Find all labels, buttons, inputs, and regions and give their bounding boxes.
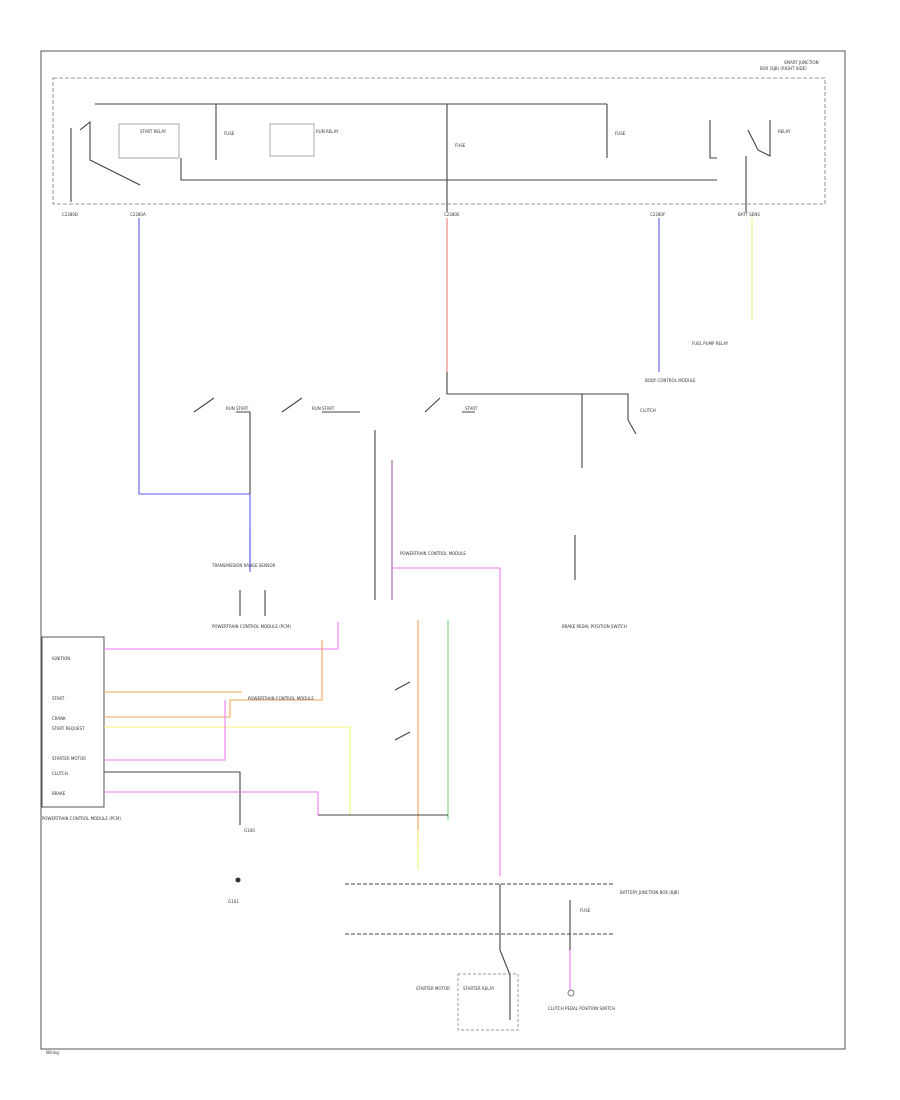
pcm-pin-brake: BRAKE <box>52 791 66 796</box>
relay-1-label: START RELAY <box>140 129 167 134</box>
clutch-label: CLUTCH <box>640 408 656 413</box>
pcm-pin-starter-motor: STARTER MOTOR <box>52 756 86 761</box>
blue-wire-left <box>138 218 251 570</box>
relay-3-label: RELAY <box>778 129 791 134</box>
starter-relay-box <box>457 973 519 1031</box>
pcm-pin-crank: CRANK <box>52 716 66 721</box>
left-branch <box>79 120 141 186</box>
pcm-name-lower: POWERTRAIN CONTROL MODULE (PCM) <box>42 816 121 821</box>
splice-b-label: TRANSMISSION RANGE SENSOR <box>211 563 276 568</box>
relay-box-2 <box>269 123 315 157</box>
starter-relay-label: STARTER RELAY <box>463 986 495 991</box>
relay-2-label: RUN RELAY <box>316 129 339 134</box>
connector-blue-right: C2280F <box>650 212 666 217</box>
pcm-pin-ignition: IGNITION <box>52 656 70 661</box>
ign-switch-2-label: RUN START <box>312 406 335 411</box>
pink-wire-3 <box>104 791 319 815</box>
connector-yellow: BATT SENS <box>738 212 760 217</box>
pink-wire-2 <box>104 700 226 761</box>
relay-box-1 <box>118 123 180 159</box>
crank-relay-1 <box>394 681 411 691</box>
pcm-pin-start: START <box>52 696 65 701</box>
pcm-splice-note: POWERTRAIN CONTROL MODULE <box>248 696 314 701</box>
crank-relay-2 <box>394 731 411 741</box>
ground-g1: G100 <box>244 828 255 833</box>
pcm-pin-start-request: START REQUEST <box>52 726 85 731</box>
diagram-frame <box>40 50 846 1050</box>
bcm-label: BODY CONTROL MODULE <box>645 378 696 383</box>
battery-junction-label: BATTERY JUNCTION BOX (BJB) <box>620 890 679 895</box>
right-relay <box>709 120 771 159</box>
bottom-fuse-1 <box>499 884 511 1020</box>
fuse-b-label: FUSE <box>455 143 466 148</box>
connector-red: C2280E <box>444 212 460 217</box>
junction-box-title-line1: SMART JUNCTION <box>784 60 819 65</box>
brake-switch-label: BRAKE PEDAL POSITION SWITCH <box>562 624 627 629</box>
clutch-pedal-label: CLUTCH PEDAL POSITION SWITCH <box>548 1006 615 1011</box>
ign-switch-2 <box>281 397 360 413</box>
pink-wire-long <box>392 567 501 876</box>
fuel-pump-label: FUEL PUMP RELAY <box>692 341 729 346</box>
pcm-pin-clutch: CLUTCH <box>52 771 68 776</box>
pcm-splice-label: POWERTRAIN CONTROL MODULE <box>400 551 466 556</box>
yellow-wire-pcm <box>104 726 351 815</box>
junction-box-title-line2: BOX (SJB) (RIGHT SIDE) <box>760 66 807 71</box>
start-label: START <box>465 406 478 411</box>
ign-switch-3 <box>424 397 475 413</box>
page-reference: Wiring <box>46 1050 59 1055</box>
fuse-c-label: FUSE <box>615 131 626 136</box>
run-start-bus <box>446 372 629 420</box>
pink-wire-1 <box>104 622 339 650</box>
black-wire-pcm <box>104 771 241 825</box>
ign-switch-1 <box>193 397 251 494</box>
fuse-d-label: FUSE <box>580 908 591 913</box>
mid-bus <box>180 158 717 181</box>
orange-wire-2 <box>104 640 323 718</box>
ground-g2: G101 <box>228 899 239 904</box>
clutch-sensor-symbol <box>567 989 575 997</box>
connector-left: C2280D <box>62 212 78 217</box>
fuse-a-label: FUSE <box>224 131 235 136</box>
ign-switch-1-label: RUN START <box>226 406 249 411</box>
pcm-block <box>41 636 105 808</box>
module-drops <box>239 590 266 616</box>
starter-motor-label: STARTER MOTOR <box>416 986 450 991</box>
junction-box-outline <box>52 77 826 205</box>
ground-symbol <box>235 877 241 883</box>
pcm-name-upper: POWERTRAIN CONTROL MODULE (PCM) <box>212 624 291 629</box>
clutch-switch <box>581 394 637 468</box>
connector-blue: C2280A <box>130 212 146 217</box>
